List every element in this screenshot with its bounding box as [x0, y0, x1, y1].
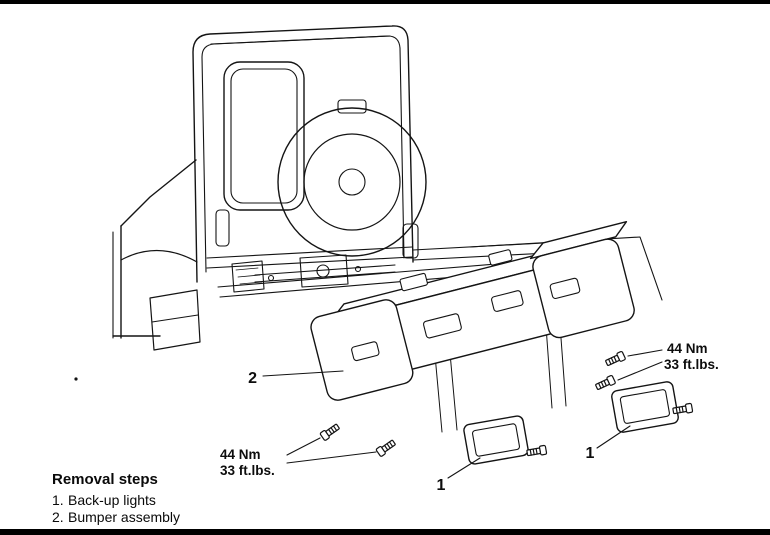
tail-lamp	[402, 223, 419, 259]
legend-item-2-label: Bumper assembly	[68, 508, 181, 525]
hitch-bracket	[299, 254, 349, 288]
callout-1-left: 1	[437, 477, 446, 494]
leader-lines	[262, 349, 663, 479]
bumper-face-recess-right	[491, 290, 524, 312]
end-cap-left-recess	[351, 341, 380, 362]
legend-item-1: 1.Back-up lights	[52, 492, 180, 509]
rear-window	[223, 61, 305, 211]
bumper-mount-tab-right	[488, 249, 513, 266]
vehicle-rear-illustration	[112, 25, 419, 351]
torque-label-right-line1: 44 Nm	[667, 341, 708, 356]
end-cap-right-recess	[549, 277, 581, 300]
leader-torque-right-b	[617, 361, 663, 381]
corner-flap	[149, 289, 201, 351]
leader-torque-right-a	[627, 349, 663, 357]
backup-light-left-lens	[472, 423, 520, 457]
leader-torque-left-a	[286, 437, 321, 456]
bolt-icon	[603, 350, 627, 368]
leader-bumper	[262, 370, 344, 377]
bolt-icon	[593, 374, 617, 392]
bolt-icon	[375, 437, 398, 458]
backup-light-right	[611, 381, 679, 433]
frame-bracket-left	[231, 260, 265, 293]
legend-item-2: 2.Bumper assembly	[52, 509, 180, 526]
legend-item-1-label: Back-up lights	[68, 492, 156, 508]
tailgate-outline	[192, 25, 414, 283]
leader-torque-left-b	[286, 451, 377, 464]
gate-handle	[215, 209, 230, 247]
bolt-icon	[319, 421, 342, 442]
tire-sidewall	[303, 133, 401, 231]
backup-light-left	[463, 415, 529, 465]
callout-1-right: 1	[586, 445, 595, 462]
bolt-icon	[525, 444, 548, 459]
legend-item-2-number: 2.	[52, 508, 64, 525]
frame-plate	[469, 236, 663, 301]
tire-hub	[338, 168, 366, 196]
torque-label-left-line1: 44 Nm	[220, 447, 261, 462]
page-top-edge	[0, 0, 770, 4]
callout-2-bumper: 2	[248, 370, 257, 387]
bumper-face-recess-left	[422, 313, 462, 339]
legend-title: Removal steps	[52, 471, 158, 488]
page-bottom-edge	[0, 529, 770, 535]
rear-window-inner	[230, 68, 298, 204]
wheel-arch	[120, 249, 198, 263]
torque-label-right-line2: 33 ft.lbs.	[664, 357, 719, 372]
quarter-panel-line	[120, 159, 197, 227]
tire-carrier-bracket	[337, 99, 367, 114]
print-artifact-dot	[74, 377, 78, 381]
removal-steps-legend: Removal steps 1.Back-up lights 2.Bumper …	[52, 471, 180, 525]
spare-tire	[277, 99, 427, 257]
tire-outer	[277, 107, 427, 257]
leader-light-right	[596, 425, 631, 449]
torque-label-left-line2: 33 ft.lbs.	[220, 463, 275, 478]
corner-flap-line	[151, 314, 199, 323]
legend-item-1-number: 1.	[52, 492, 64, 508]
bumper-assembly	[310, 220, 635, 401]
bumper-end-cap-right	[532, 238, 635, 339]
bumper-mount-tab-left	[399, 272, 428, 292]
bumper-end-cap-left	[310, 299, 414, 401]
leader-light-left	[447, 457, 481, 479]
roof-line	[210, 35, 391, 45]
backup-light-right-lens	[619, 389, 670, 424]
